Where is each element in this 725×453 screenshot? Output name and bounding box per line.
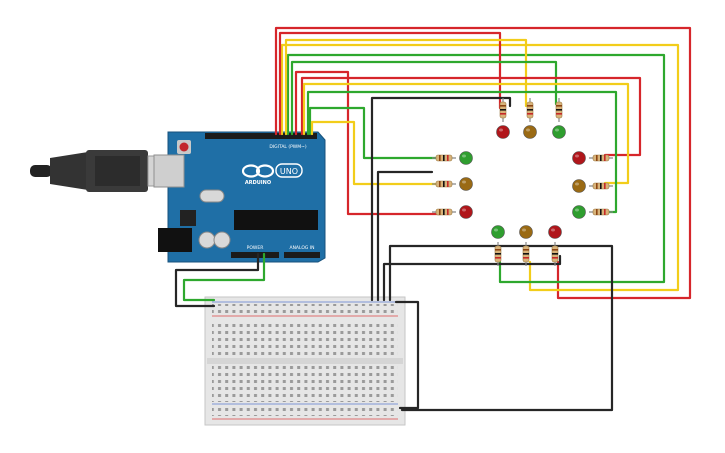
resistor-east-0 — [589, 154, 613, 162]
resistor-north-2 — [555, 98, 563, 122]
power-label: POWER — [247, 245, 264, 251]
led-north-green — [552, 125, 566, 139]
crystal — [199, 189, 225, 203]
led-south-yellow — [519, 225, 533, 239]
led-north-red — [496, 125, 510, 139]
dc-jack — [158, 228, 192, 252]
led-south-red — [548, 225, 562, 239]
analog-label: ANALOG IN — [289, 245, 314, 251]
model-label: UNO — [280, 167, 298, 176]
resistor-west-2 — [432, 208, 456, 216]
led-west-green — [459, 151, 473, 165]
breadboard — [204, 296, 406, 426]
resistor-south-1 — [522, 242, 530, 266]
wire-yellow-north — [284, 38, 528, 136]
resistor-south-0 — [494, 242, 502, 266]
wire-red-east — [274, 26, 692, 300]
wire-green-east — [286, 53, 666, 284]
digital-header — [205, 133, 317, 139]
resistor-east-1 — [589, 182, 613, 190]
wire-green-west — [308, 106, 442, 160]
led-east-yellow — [572, 179, 586, 193]
wire-gnd-south — [382, 254, 562, 302]
power-header — [231, 252, 279, 258]
led-east-green — [572, 205, 586, 219]
traffic-lights — [432, 98, 613, 266]
usb-cable — [30, 150, 177, 192]
led-west-yellow — [459, 177, 473, 191]
wire-gnd-north — [370, 96, 512, 302]
resistor-south-2 — [551, 242, 559, 266]
capacitor-1 — [198, 231, 216, 249]
resistor-east-2 — [589, 208, 613, 216]
wire-gnd-east — [388, 244, 614, 412]
wire-yellow-right — [302, 82, 630, 185]
resistor-north-0 — [499, 98, 507, 122]
led-north-yellow — [523, 125, 537, 139]
wire-yellow-east — [280, 43, 680, 292]
wire-red-right — [300, 76, 642, 157]
capacitor-2 — [213, 231, 231, 249]
led-east-red — [572, 151, 586, 165]
led-west-red — [459, 205, 473, 219]
brand-label: ARDUINO — [245, 180, 271, 186]
atmega-chip — [234, 210, 318, 230]
wire-yellow-west — [310, 120, 442, 186]
resistor-west-0 — [432, 154, 456, 162]
resistor-north-1 — [526, 98, 534, 122]
usb-port — [153, 154, 185, 188]
arduino-uno-board: UNO ARDUINO DIGITAL (PWM~) POWER ANALOG … — [153, 131, 326, 263]
resistor-west-1 — [432, 180, 456, 188]
led-south-green — [491, 225, 505, 239]
arduino-logo-icon — [241, 164, 275, 178]
wire-red-north — [278, 31, 502, 136]
wires — [174, 26, 692, 412]
wire-gnd-bb — [394, 300, 420, 410]
wire-power-5v — [182, 252, 266, 302]
usb-chip — [180, 210, 196, 226]
analog-header — [284, 252, 320, 258]
wire-power-gnd — [174, 252, 260, 308]
digital-label: DIGITAL (PWM~) — [269, 144, 307, 150]
wire-gnd-west — [376, 170, 434, 302]
